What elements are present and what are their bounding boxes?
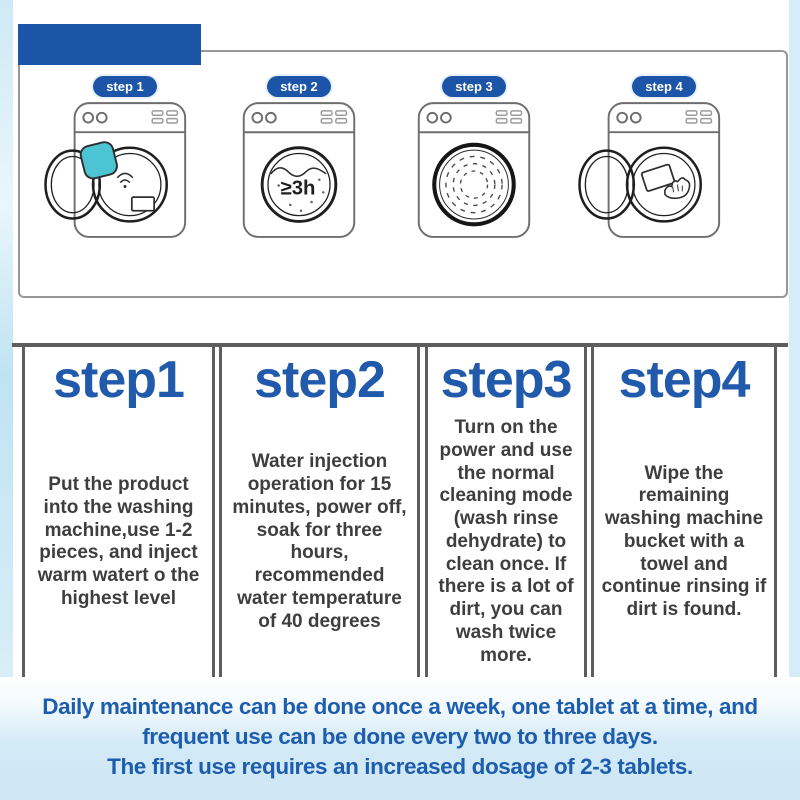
left-edge-decoration <box>0 0 13 680</box>
maintenance-note-line-3: The first use requires an increased dosa… <box>107 754 693 779</box>
header-accent-bar <box>18 24 201 65</box>
step-1-text: Put the product into the washing machine… <box>37 473 200 609</box>
hand-icon <box>664 177 691 200</box>
step-2-title: step2 <box>254 351 386 409</box>
step-1-badge-label: step 1 <box>93 76 157 97</box>
step-3-title: step3 <box>440 351 573 409</box>
right-edge-decoration <box>789 0 800 680</box>
maintenance-note: Daily maintenance can be done once a wee… <box>0 677 800 800</box>
step-4-title: step4 <box>618 351 751 409</box>
dissolve-waves-icon <box>116 172 134 184</box>
soak-duration-label: ≥3h <box>281 177 316 199</box>
cleaning-tablet-icon <box>79 141 118 180</box>
step-4-badge-label: step 4 <box>632 76 696 97</box>
instruction-column-1: step1 Put the product into the washing m… <box>22 347 215 677</box>
towel-icon <box>640 163 676 192</box>
steps-diagram-panel: step 1 step 2 step 3 step 4 <box>18 50 788 298</box>
instructions-table: step1 Put the product into the washing m… <box>12 343 788 681</box>
step-4-text: Wipe the remaining washing machine bucke… <box>601 462 767 621</box>
step-3-badge-label: step 3 <box>442 76 506 97</box>
step-1-title: step1 <box>53 351 185 409</box>
maintenance-note-line-2: frequent use can be done every two to th… <box>142 724 658 749</box>
step-1-badge: step 1 <box>83 76 167 97</box>
step-2-badge: step 2 <box>257 76 341 97</box>
step-3-badge: step 3 <box>432 76 516 97</box>
instruction-column-2: step2 Water injection operation for 15 m… <box>219 347 420 677</box>
water-level-wave-icon <box>270 167 327 178</box>
washing-machine-soak-icon: ≥3h <box>242 102 356 238</box>
step-3-text: Turn on the power and use the normal cle… <box>438 416 574 666</box>
swirling-water-icon <box>445 155 503 214</box>
step-4-badge: step 4 <box>622 76 706 97</box>
maintenance-note-line-1: Daily maintenance can be done once a wee… <box>42 694 758 719</box>
bubble-dots-icon <box>277 178 325 212</box>
washing-machine-cycle-icon <box>417 102 531 238</box>
instruction-column-3: step3 Turn on the power and use the norm… <box>425 347 587 677</box>
step-2-badge-label: step 2 <box>267 76 331 97</box>
washing-machine-tablet-icon <box>44 102 187 238</box>
washing-machine-wipe-icon <box>578 102 721 238</box>
instruction-column-4: step4 Wipe the remaining washing machine… <box>591 347 777 677</box>
step-2-text: Water injection operation for 15 minutes… <box>232 451 407 632</box>
